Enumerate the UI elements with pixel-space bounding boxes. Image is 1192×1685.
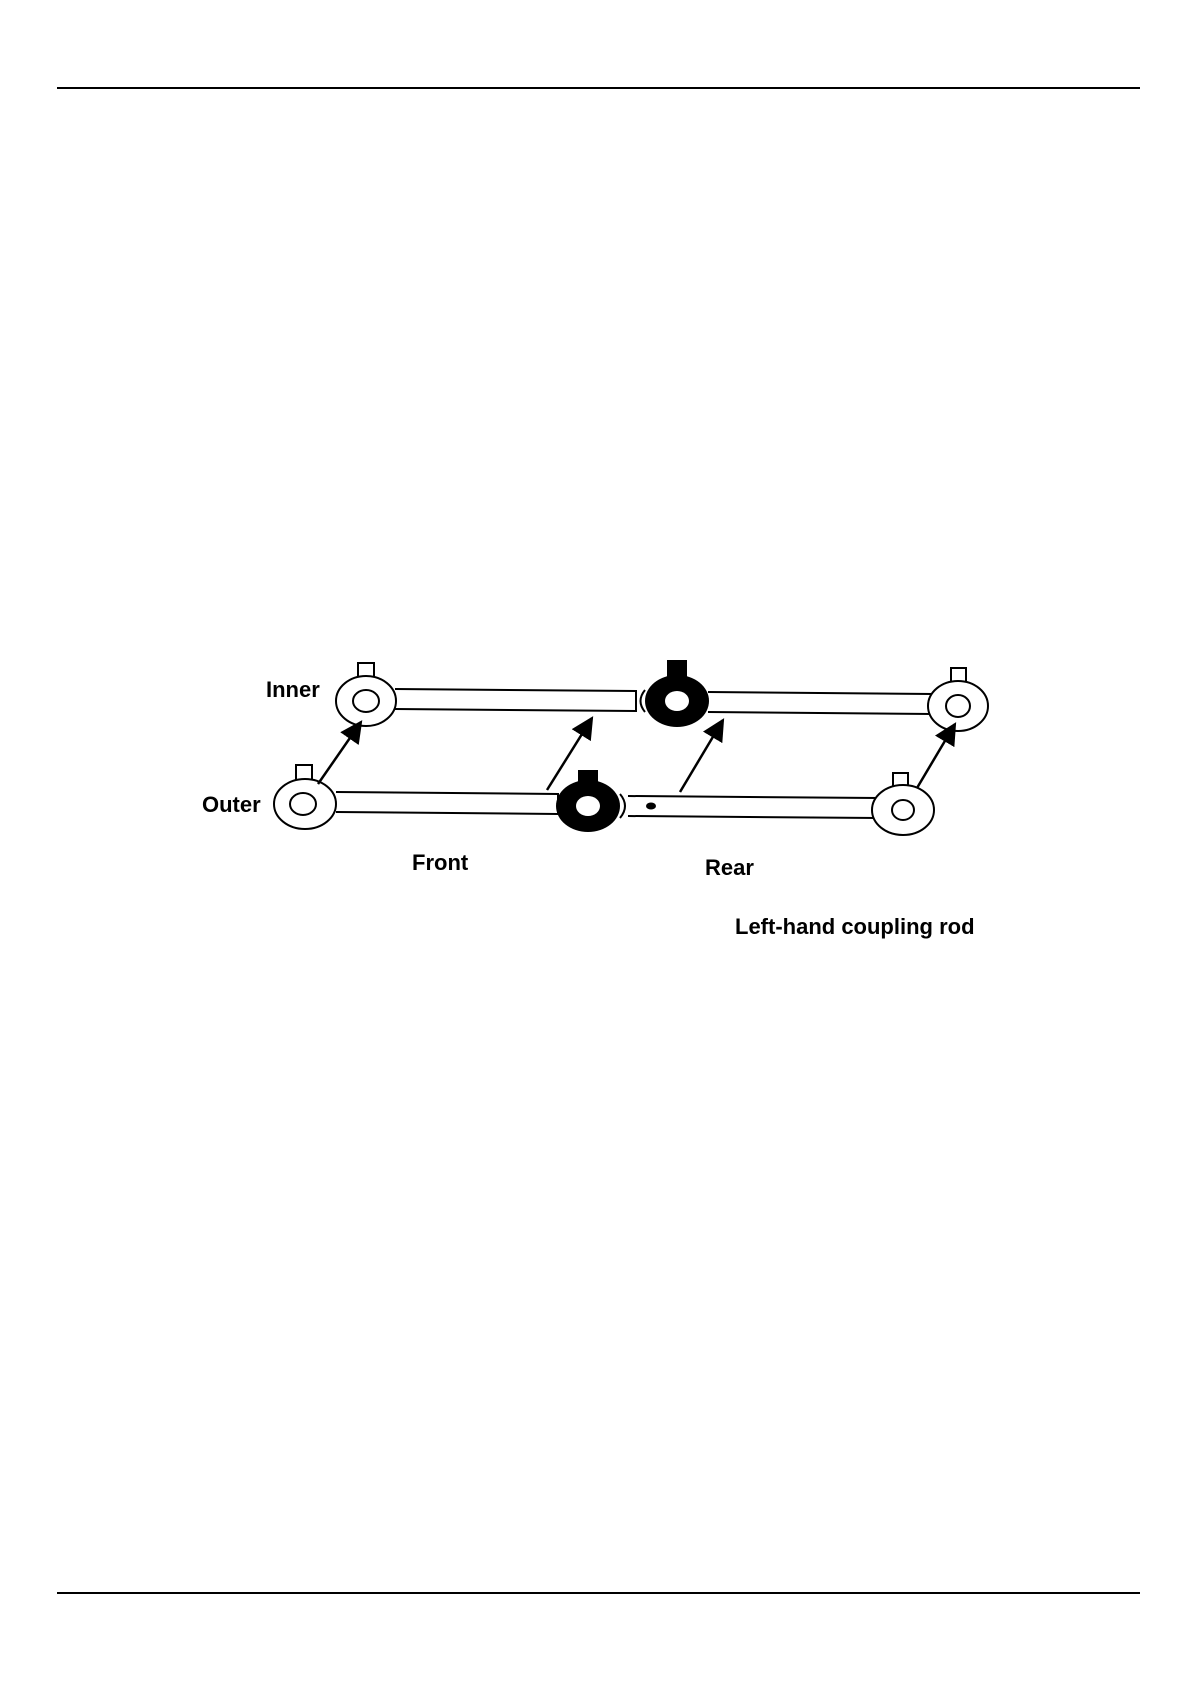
outer-centre-boss	[556, 770, 620, 832]
outer-rod-front	[336, 792, 558, 814]
oil-hole	[646, 803, 656, 810]
label-front: Front	[412, 850, 469, 875]
arrow-rear-end	[917, 724, 955, 788]
outer-rod-rear	[620, 794, 878, 818]
label-outer: Outer	[202, 792, 261, 817]
inner-rod-rear	[708, 692, 932, 714]
inner-centre-boss	[645, 660, 709, 727]
label-rear: Rear	[705, 855, 754, 880]
inner-rod-front	[395, 689, 645, 712]
outer-front-boss	[274, 765, 336, 829]
bottom-rule	[57, 1592, 1140, 1594]
outer-rear-boss	[872, 773, 934, 835]
arrow-front-end	[318, 722, 361, 784]
figure-caption: Left-hand coupling rod	[735, 914, 975, 939]
label-inner: Inner	[266, 677, 320, 702]
inner-rear-boss	[928, 668, 988, 731]
arrow-rear-rod	[680, 720, 723, 792]
inner-front-boss	[336, 663, 396, 726]
